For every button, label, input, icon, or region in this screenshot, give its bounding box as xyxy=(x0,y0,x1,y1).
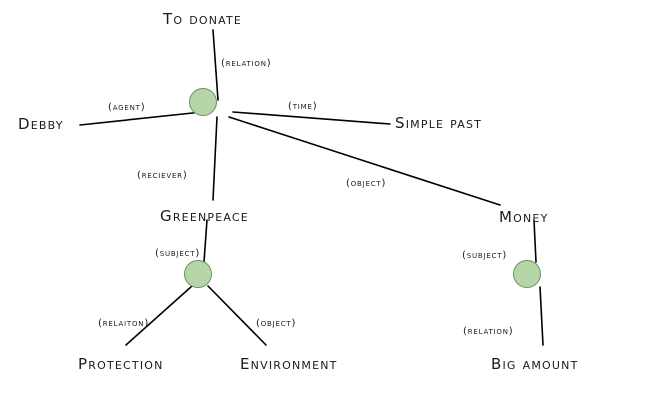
node-label-environment[interactable]: Environment xyxy=(240,355,338,373)
edge-label-e-relaiton: (Relaiton) xyxy=(98,318,150,329)
edge-line-e-relation-big xyxy=(539,286,544,346)
edge-line-e-subject-gp xyxy=(203,219,208,263)
edge-line-e-relaiton xyxy=(125,285,193,346)
edge-line-e-relation-top xyxy=(212,29,219,101)
edge-line-e-subject-mn xyxy=(533,219,537,263)
edge-line-e-time xyxy=(232,111,391,125)
node-label-debby[interactable]: Debby xyxy=(18,115,64,133)
node-hub-hub-money[interactable] xyxy=(513,260,541,288)
edge-line-e-object-money xyxy=(228,116,501,206)
node-hub-hub-main[interactable] xyxy=(189,88,217,116)
edge-label-e-subject-gp: (Subject) xyxy=(155,248,201,259)
edge-label-e-relation-top: (Relation) xyxy=(221,58,272,69)
edge-label-e-agent: (Agent) xyxy=(108,102,146,113)
edge-line-e-agent xyxy=(79,111,203,126)
edge-label-e-relation-big: (Relation) xyxy=(463,326,514,337)
node-label-money[interactable]: Money xyxy=(499,208,549,226)
node-label-big-amount[interactable]: Big amount xyxy=(491,355,579,373)
edge-label-e-subject-mn: (Subject) xyxy=(462,250,508,261)
node-hub-hub-green[interactable] xyxy=(184,260,212,288)
edge-label-e-object-money: (Object) xyxy=(346,178,387,189)
node-label-simple-past[interactable]: Simple past xyxy=(395,114,483,132)
edge-line-e-reciever xyxy=(212,116,218,201)
edge-line-e-object-env xyxy=(207,285,267,346)
edge-label-e-time: (Time) xyxy=(288,101,318,112)
node-label-protection[interactable]: Protection xyxy=(78,355,164,373)
edge-label-e-object-env: (Object) xyxy=(256,318,297,329)
node-label-to-donate[interactable]: To donate xyxy=(163,10,243,28)
node-label-greenpeace[interactable]: Greenpeace xyxy=(160,207,249,225)
edge-label-e-reciever: (Reciever) xyxy=(137,170,188,181)
